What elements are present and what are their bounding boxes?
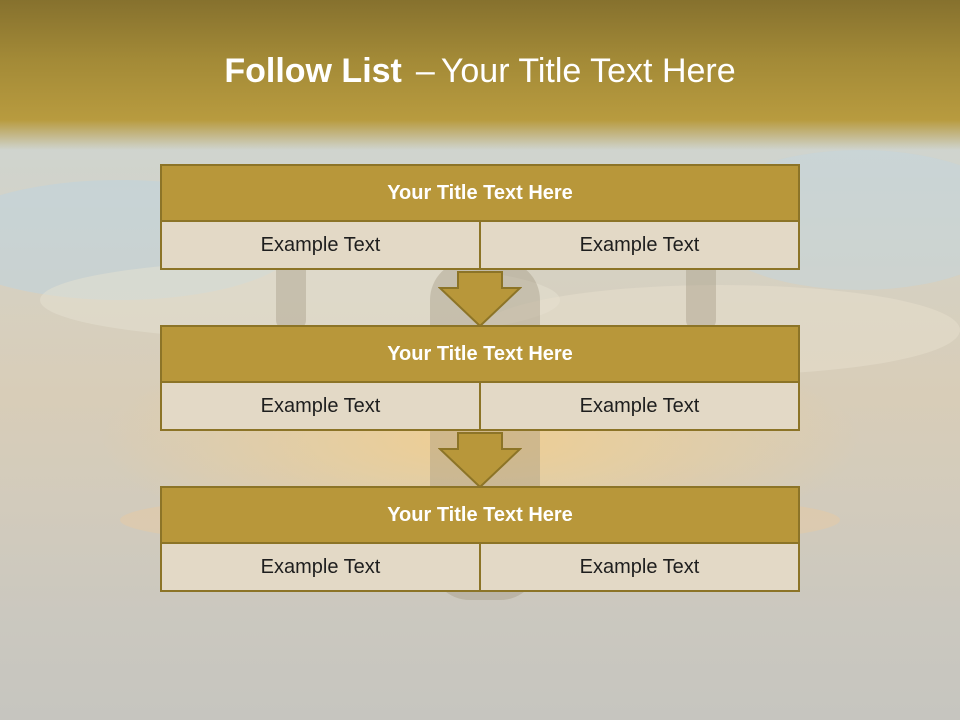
down-arrow-icon: [438, 432, 522, 489]
step-block-row: Example Text Example Text: [162, 544, 798, 590]
step-block-left-text: Example Text: [162, 222, 479, 268]
step-block-3: Your Title Text Here Example Text Exampl…: [160, 486, 800, 592]
slide-title-bold: Follow List: [224, 52, 402, 90]
step-block-title: Your Title Text Here: [162, 166, 798, 222]
step-block-left-text: Example Text: [162, 383, 479, 429]
step-block-1: Your Title Text Here Example Text Exampl…: [160, 164, 800, 270]
step-block-row: Example Text Example Text: [162, 383, 798, 429]
step-block-right-text: Example Text: [479, 222, 798, 268]
step-block-title: Your Title Text Here: [162, 488, 798, 544]
step-block-title: Your Title Text Here: [162, 327, 798, 383]
step-block-2: Your Title Text Here Example Text Exampl…: [160, 325, 800, 431]
step-block-right-text: Example Text: [479, 383, 798, 429]
step-block-right-text: Example Text: [479, 544, 798, 590]
slide-title-dash: –: [415, 52, 435, 90]
header-band: [0, 0, 960, 150]
down-arrow-icon: [438, 271, 522, 328]
step-block-left-text: Example Text: [162, 544, 479, 590]
slide-title-rest: Your Title Text Here: [440, 52, 736, 90]
step-block-row: Example Text Example Text: [162, 222, 798, 268]
slide-title: Follow List–Your Title Text Here: [0, 52, 960, 91]
